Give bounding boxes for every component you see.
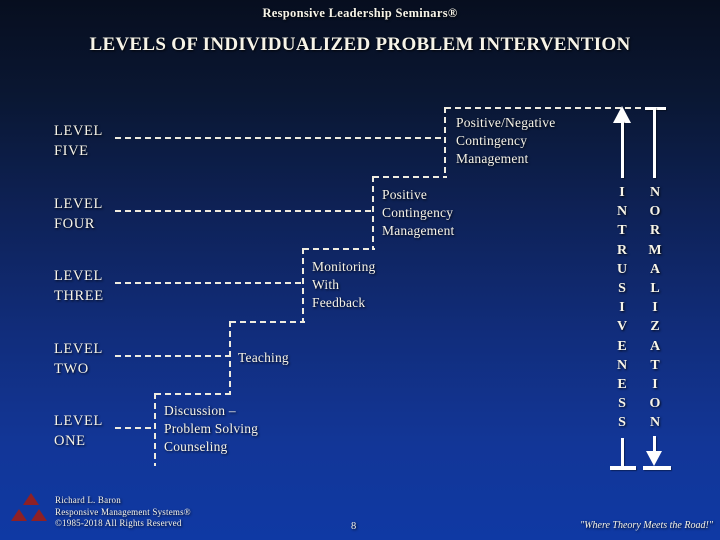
step-riser-level-four [372, 176, 374, 250]
level-five-connector-line [115, 137, 445, 139]
level-two-connector-line [115, 355, 230, 357]
intrusiveness-axis-label: I N T R U S I V E N E S S [616, 185, 628, 431]
credit-copyright: ©1985-2018 All Rights Reserved [55, 518, 182, 528]
level-three-label: LEVEL THREE [54, 268, 104, 304]
step-cap-level-three [303, 248, 375, 250]
logo-triangle-icon [11, 509, 27, 521]
intrusiveness-arrow-shaft [621, 121, 624, 178]
intrusiveness-bottom-bar [610, 466, 636, 470]
normalization-bottom-bar [643, 466, 671, 470]
page-title: LEVELS OF INDIVIDUALIZED PROBLEM INTERVE… [89, 34, 631, 55]
step-riser-level-one [154, 393, 156, 466]
up-arrow-icon [613, 106, 631, 123]
level-two-intervention: Teaching [238, 350, 289, 365]
down-arrow-icon [646, 451, 662, 466]
level-five-label: LEVEL FIVE [54, 123, 103, 159]
logo-triangle-icon [23, 493, 39, 505]
step-cap-level-five [445, 107, 648, 109]
level-five-intervention: Positive/Negative Contingency Management [456, 115, 556, 166]
step-cap-level-one [155, 393, 232, 395]
level-four-label: LEVEL FOUR [54, 196, 103, 232]
footer-tagline: "Where Theory Meets the Road!" [580, 520, 713, 531]
level-three-intervention: Monitoring With Feedback [312, 259, 376, 310]
level-one-connector-line [115, 427, 155, 429]
level-four-connector-line [115, 210, 373, 212]
step-riser-level-three [302, 248, 304, 323]
level-four-intervention: Positive Contingency Management [382, 187, 455, 238]
level-three-connector-line [115, 282, 303, 284]
step-cap-level-two [230, 321, 305, 323]
logo-triangle-icon [31, 509, 47, 521]
level-two-label: LEVEL TWO [54, 341, 103, 377]
step-riser-level-five [444, 107, 446, 178]
level-one-label: LEVEL ONE [54, 413, 103, 449]
page-number: 8 [351, 521, 357, 532]
level-one-intervention: Discussion – Problem Solving Counseling [164, 403, 259, 454]
intrusiveness-bottom-line [621, 438, 624, 466]
normalization-arrow-shaft [653, 436, 656, 453]
credit-company: Responsive Management Systems® [55, 506, 191, 517]
footer-credits: Richard L. Baron Responsive Management S… [55, 495, 191, 530]
normalization-top-line [653, 107, 656, 178]
step-riser-level-two [229, 321, 231, 395]
credit-author: Richard L. Baron [55, 495, 121, 505]
step-cap-level-four [373, 176, 447, 178]
brand-line: Responsive Leadership Seminars® [262, 6, 458, 20]
normalization-axis-label: N O R M A L I Z A T I O N [648, 185, 662, 431]
